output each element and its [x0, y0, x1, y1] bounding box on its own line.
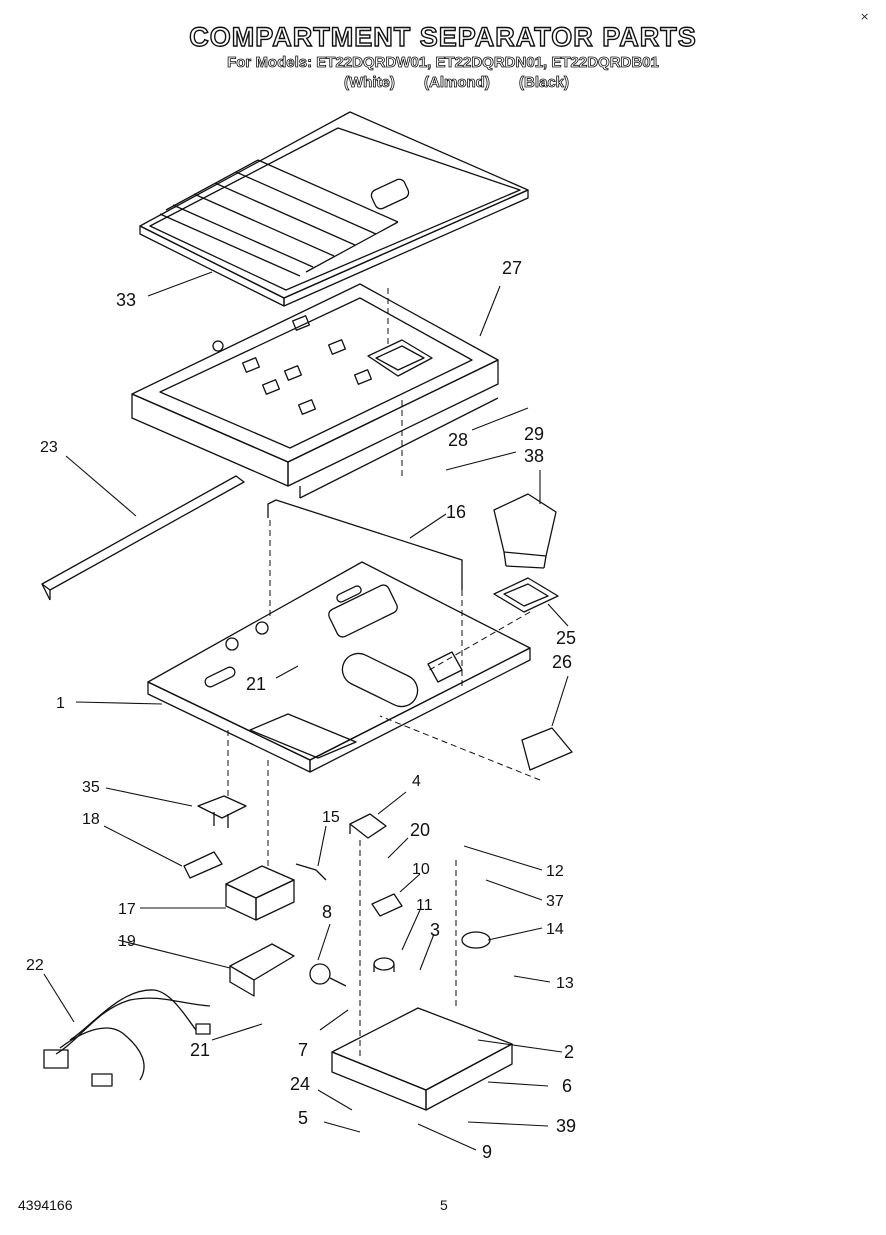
callout-23: 23 — [40, 439, 58, 456]
callout-33: 33 — [116, 290, 136, 310]
callout-14: 14 — [546, 921, 564, 938]
callout-37: 37 — [546, 893, 564, 910]
callout-8: 8 — [322, 902, 332, 922]
callout-19: 19 — [118, 933, 136, 950]
part-18-frame — [183, 851, 223, 879]
models-line: For Models: ET22DQRDW01, ET22DQRDN01, ET… — [227, 54, 660, 72]
callout-1: 1 — [56, 695, 65, 712]
callout-11: 11 — [416, 897, 433, 914]
part-15-tube — [295, 863, 327, 881]
callout-17: 17 — [118, 901, 136, 918]
callout-38: 38 — [524, 446, 544, 466]
callout-35: 35 — [82, 779, 100, 796]
corner-mark: × — [860, 10, 870, 23]
callout-16: 16 — [446, 502, 466, 522]
part-35-clip — [197, 795, 247, 828]
part-26-deflector — [521, 727, 573, 771]
page-number: 5 — [440, 1197, 448, 1213]
callout-12: 12 — [546, 863, 564, 880]
part-38-duct — [493, 493, 557, 569]
callout-25: 25 — [556, 628, 576, 648]
part-25-gasket — [493, 577, 559, 613]
callout-15: 15 — [322, 809, 340, 826]
part-27-separator-frame — [131, 283, 499, 499]
callout-5: 5 — [298, 1108, 308, 1128]
assembly-dash-lines — [227, 288, 541, 1060]
part-1-separator-base — [147, 561, 531, 773]
part-4-cap — [349, 813, 387, 839]
callout-21-top: 21 — [246, 674, 266, 694]
callout-7: 7 — [298, 1040, 308, 1060]
finish-white: (White) — [344, 74, 396, 92]
callout-2: 2 — [564, 1042, 574, 1062]
document-number: 4394166 — [18, 1197, 73, 1213]
callout-9: 9 — [482, 1142, 492, 1162]
callout-10: 10 — [412, 861, 430, 878]
part-33-top-cover — [139, 111, 529, 307]
callout-22: 22 — [26, 957, 44, 974]
callout-28: 28 — [448, 430, 468, 450]
part-19-bracket — [229, 943, 295, 997]
callout-24: 24 — [290, 1074, 310, 1094]
part-2-base-tray — [331, 1007, 513, 1111]
part-23-strip — [41, 475, 245, 601]
callout-27: 27 — [502, 258, 522, 278]
callout-3: 3 — [430, 920, 440, 940]
callout-26: 26 — [552, 652, 572, 672]
callout-labels: 33 27 28 29 38 23 16 25 26 1 21 35 4 18 … — [26, 258, 576, 1162]
part-11-knob — [373, 957, 395, 972]
part-14-damper — [461, 931, 491, 949]
callout-21-bottom: 21 — [190, 1040, 210, 1060]
part-10-switch — [371, 893, 403, 917]
finish-almond: (Almond) — [424, 74, 491, 92]
part-8-bulb — [309, 963, 347, 987]
part-17-housing — [225, 865, 295, 921]
callout-29: 29 — [524, 424, 544, 444]
part-22-harness — [43, 989, 211, 1087]
finish-black: (Black) — [519, 74, 570, 92]
callout-4: 4 — [412, 773, 421, 790]
part-16-rod — [267, 499, 463, 590]
callout-18: 18 — [82, 811, 100, 828]
callout-6: 6 — [562, 1076, 572, 1096]
page-title: COMPARTMENT SEPARATOR PARTS — [189, 21, 697, 52]
callout-39: 39 — [556, 1116, 576, 1136]
callout-20: 20 — [410, 820, 430, 840]
callout-13: 13 — [556, 975, 574, 992]
leader-lines — [43, 271, 569, 1151]
